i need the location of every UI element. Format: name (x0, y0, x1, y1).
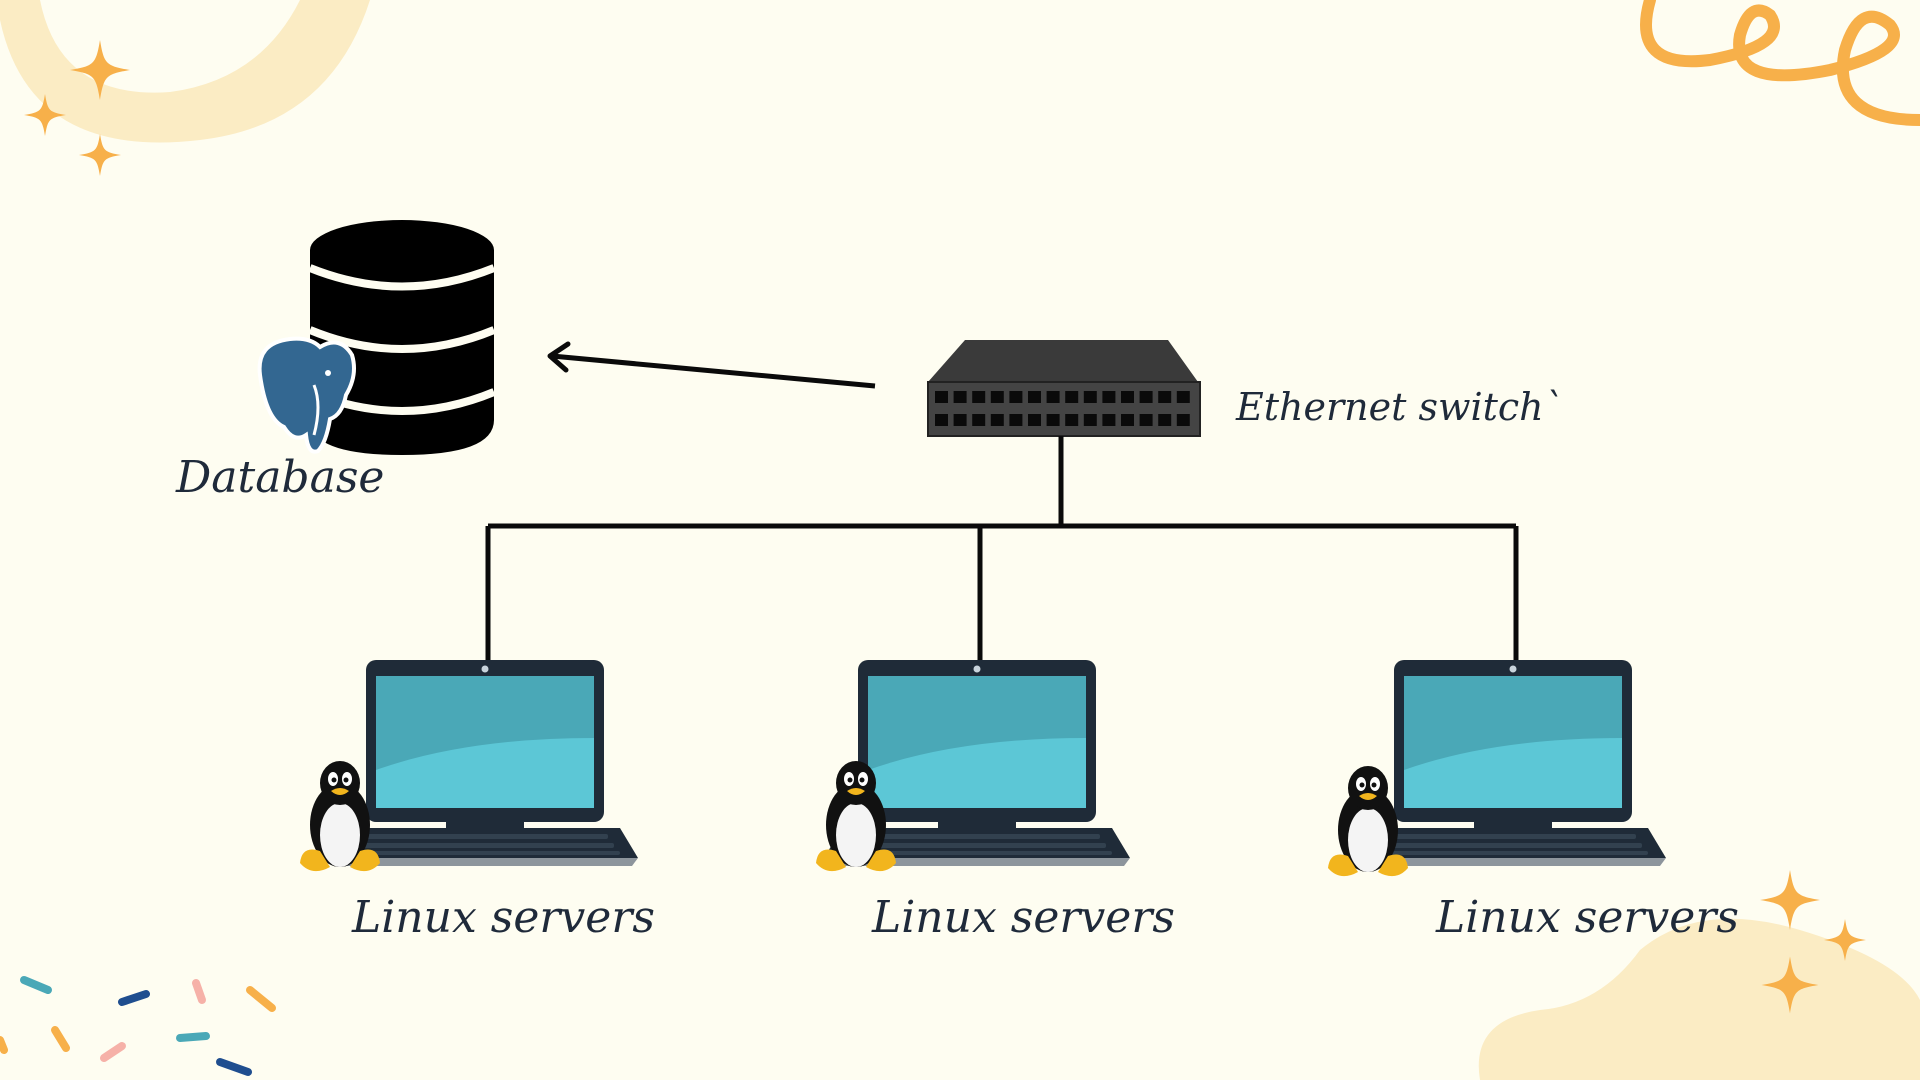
database-cylinder-icon (308, 220, 496, 455)
decoration-top-right-scribble (1640, 0, 1920, 126)
switch-port (1158, 414, 1172, 426)
switch-port (1083, 414, 1097, 426)
switch-port (1121, 391, 1134, 403)
sparkle-icon (79, 134, 121, 176)
switch-port (1139, 391, 1153, 403)
postgresql-elephant-icon (257, 336, 356, 454)
ethernet-switch-node: Ethernet switch` (927, 340, 1563, 437)
sparkle-icon (1760, 870, 1820, 930)
switch-port (972, 391, 986, 403)
switch-port (1046, 391, 1060, 403)
switch-port (1102, 414, 1116, 426)
server-label: Linux servers (871, 892, 1175, 943)
switch-port (990, 391, 1004, 403)
switch-port (1028, 414, 1041, 426)
switch-port (1065, 414, 1079, 426)
switch-port (1102, 391, 1116, 403)
switch-port (953, 414, 967, 426)
switch-port (1046, 414, 1060, 426)
linux-server-node: Linux servers (300, 660, 655, 943)
database-node: Database (175, 220, 496, 503)
decoration-bottom-left-confetti (0, 976, 276, 1076)
ethernet-switch-icon (927, 340, 1201, 437)
switch-port (972, 414, 986, 426)
switch-port (953, 391, 967, 403)
decoration-top-left (0, 0, 370, 176)
switch-port (1158, 391, 1172, 403)
switch-label: Ethernet switch` (1235, 385, 1563, 429)
switch-port (1065, 391, 1079, 403)
network-cabling (485, 436, 1519, 660)
switch-to-database-arrow (547, 341, 876, 389)
switch-port (1083, 391, 1097, 403)
linux-server-node: Linux servers (816, 660, 1175, 943)
switch-port (1028, 391, 1041, 403)
server-label: Linux servers (1435, 892, 1739, 943)
switch-port (935, 414, 948, 426)
switch-port (1009, 414, 1023, 426)
server-label: Linux servers (351, 892, 655, 943)
switch-port (1121, 414, 1134, 426)
switch-port (1176, 414, 1190, 426)
laptop-icon (332, 660, 638, 866)
switch-port (1176, 391, 1190, 403)
laptop-icon (1360, 660, 1666, 866)
linux-server-node: Linux servers (1328, 660, 1739, 943)
database-label: Database (175, 452, 384, 503)
switch-port (935, 391, 948, 403)
switch-port (990, 414, 1004, 426)
switch-port (1139, 414, 1153, 426)
decoration-bottom-right (1478, 870, 1920, 1080)
switch-port (1009, 391, 1023, 403)
